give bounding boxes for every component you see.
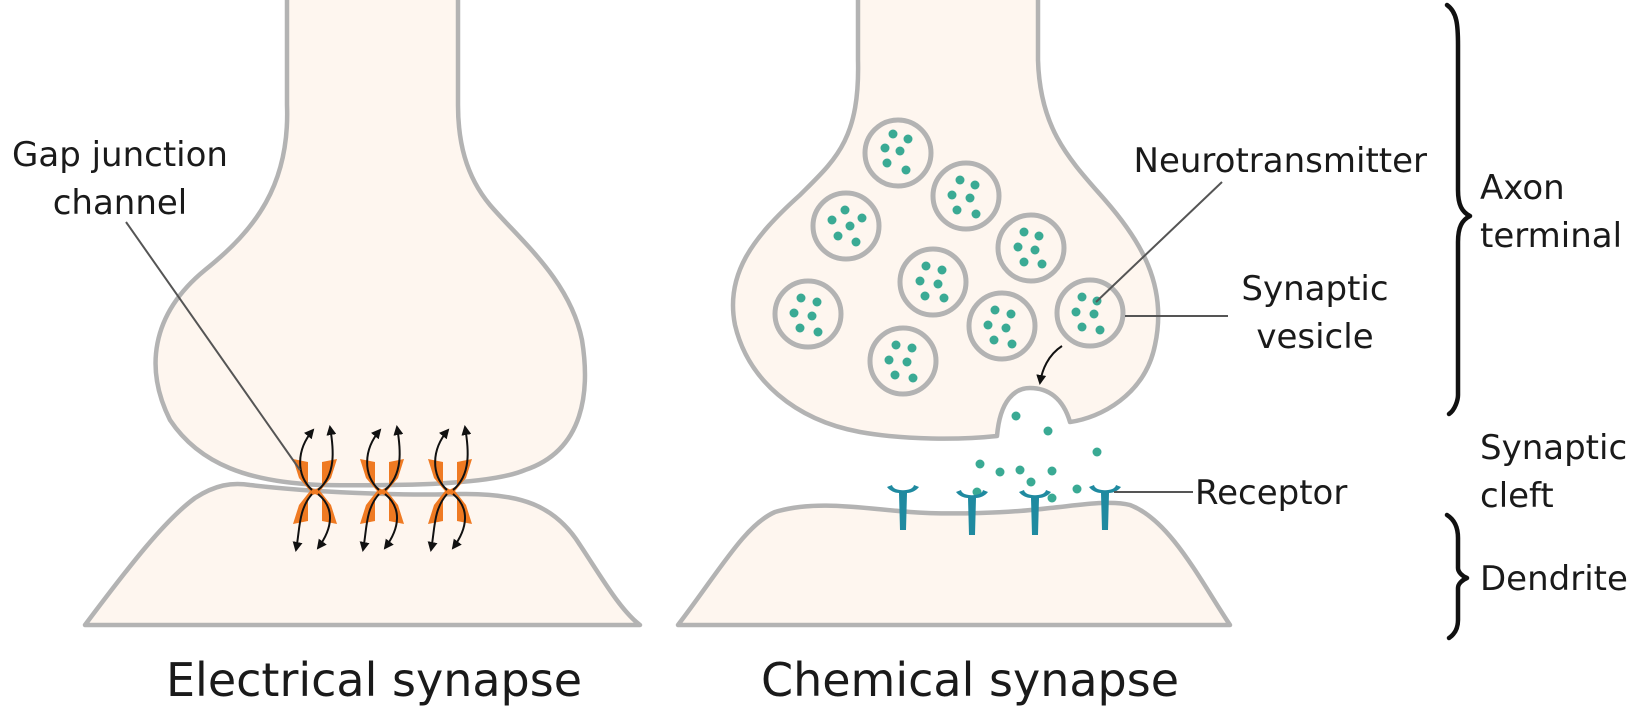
synaptic-cleft-label-line1: Synaptic [1480,428,1627,468]
dendrite-label: Dendrite [1480,559,1628,599]
vesicle-release-arrow [1036,345,1063,385]
electrical-dendrite [82,481,643,628]
gap-junction-channel-2 [359,425,404,552]
gap-junction-label-line2: channel [53,183,188,223]
electrical-synapse [82,0,643,628]
axon-terminal-brace [1444,2,1473,417]
receptor-1 [887,485,919,530]
synaptic-cleft-label-line2: cleft [1480,476,1554,516]
chemical-synapse [675,0,1233,628]
gap-junction-label-line1: Gap junction [12,135,228,175]
synaptic-vesicle-3 [810,190,882,262]
electrical-axon-terminal [153,0,588,488]
receptor-3 [1019,490,1051,535]
synaptic-vesicle-4 [995,212,1067,284]
receptor-label: Receptor [1195,473,1347,513]
chemical-synapse-title: Chemical synapse [761,653,1179,707]
gap-junction-channel-3 [427,425,472,552]
neurotransmitter-label: Neurotransmitter [1134,141,1427,181]
synaptic-vesicle-label-line2: vesicle [1256,317,1373,357]
synaptic-vesicle-5 [897,246,969,318]
chemical-dendrite [675,500,1233,628]
electrical-synapse-title: Electrical synapse [166,653,582,707]
synaptic-vesicle-2 [930,160,1002,232]
synaptic-vesicle-1 [862,117,934,189]
receptor-2 [956,490,988,535]
gap-junction-leader-line [125,221,301,471]
synaptic-vesicle-6 [1054,277,1126,349]
receptor-4 [1089,485,1121,530]
synaptic-vesicle-9 [867,325,939,397]
axon-terminal-label-line1: Axon [1480,168,1565,208]
synaptic-vesicle-7 [772,278,844,350]
synaptic-vesicle-label-line1: Synaptic [1241,269,1388,309]
dendrite-brace [1444,512,1470,641]
released-neurotransmitters [972,411,1102,503]
synaptic-vesicle-8 [966,290,1038,362]
axon-terminal-label-line2: terminal [1480,216,1622,256]
neurotransmitter-leader-line [1095,181,1223,303]
gap-junction-channel-1 [292,425,337,552]
